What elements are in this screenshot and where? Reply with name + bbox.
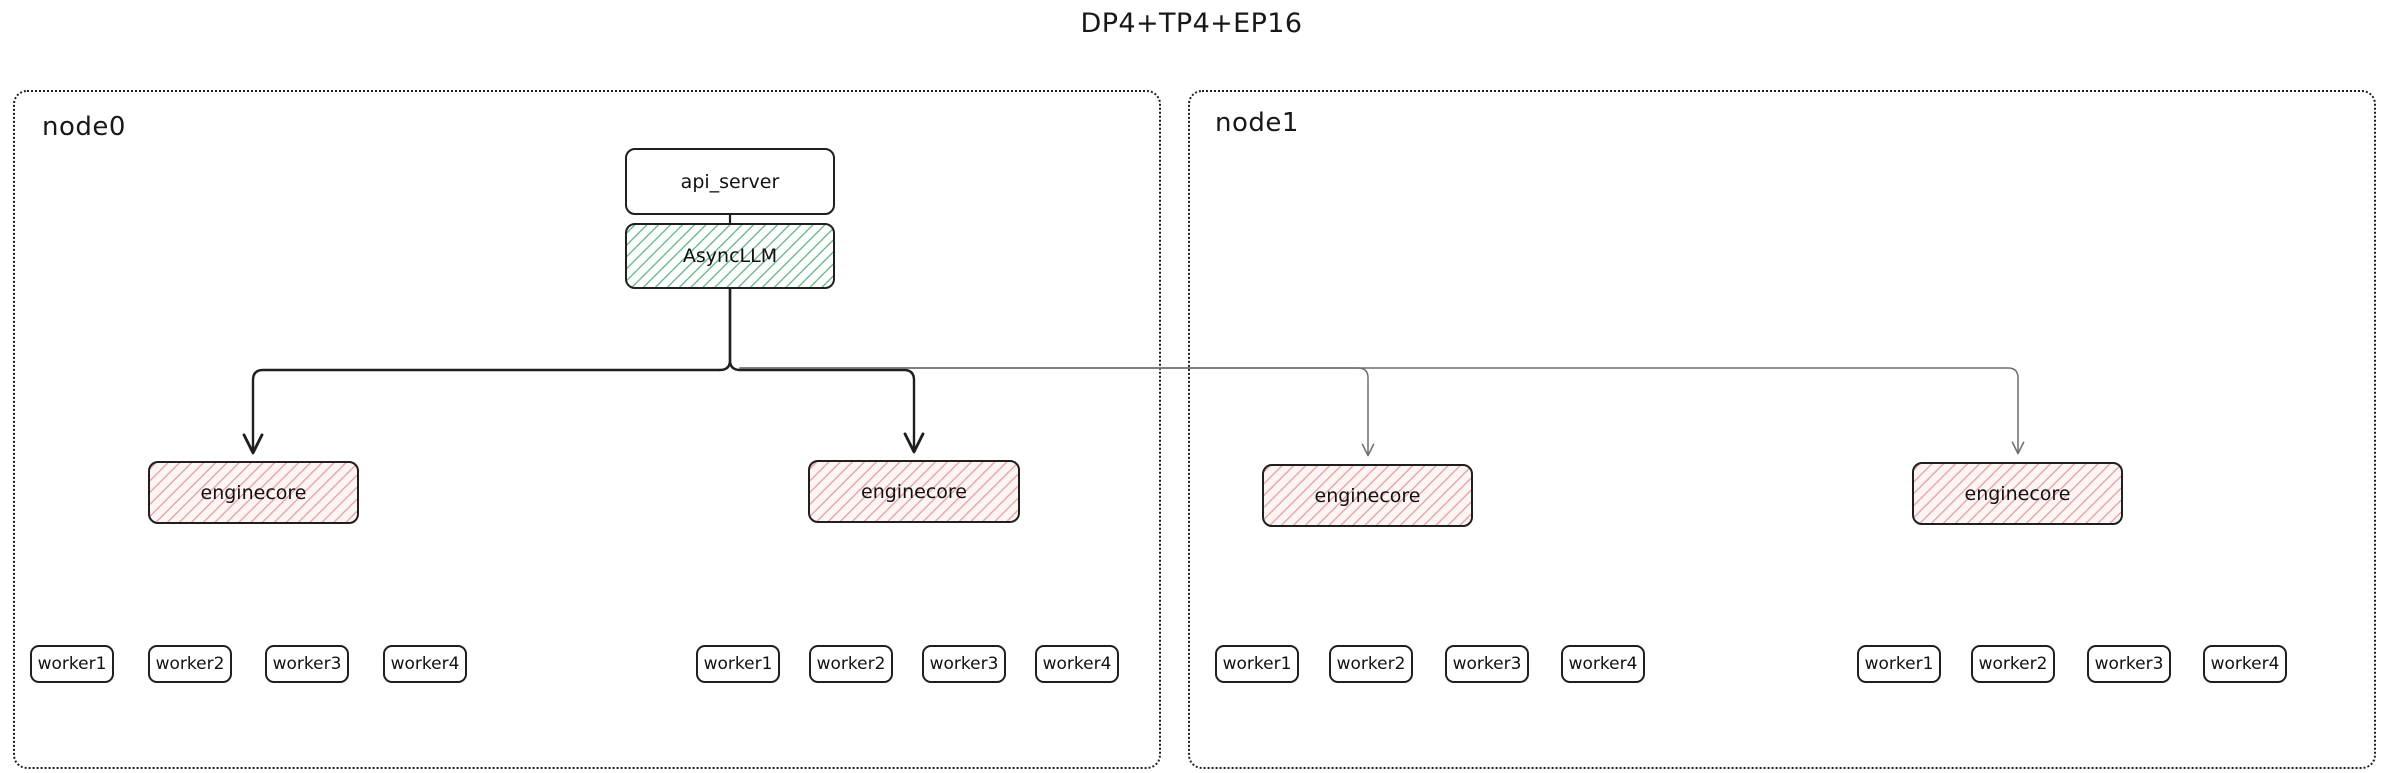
node-worker[interactable]: worker4 (383, 645, 467, 683)
node-worker-label: worker4 (390, 654, 460, 674)
node-enginecore-node0-0[interactable]: enginecore (148, 461, 359, 524)
node-worker[interactable]: worker2 (1971, 645, 2055, 683)
node-worker[interactable]: worker1 (696, 645, 780, 683)
cluster-node0-label: node0 (42, 112, 126, 142)
node-worker[interactable]: worker4 (1561, 645, 1645, 683)
node-worker[interactable]: worker1 (30, 645, 114, 683)
node-worker-label: worker4 (1042, 654, 1112, 674)
node-api-server-label: api_server (680, 170, 780, 193)
node-enginecore-node1-0[interactable]: enginecore (1262, 464, 1473, 527)
node-worker-label: worker3 (1452, 654, 1522, 674)
node-enginecore-label: enginecore (1964, 482, 2071, 505)
node-worker[interactable]: worker3 (2087, 645, 2171, 683)
node-api-server[interactable]: api_server (625, 148, 835, 215)
node-worker-label: worker2 (155, 654, 225, 674)
node-worker-label: worker4 (2210, 654, 2280, 674)
node-worker-label: worker1 (703, 654, 773, 674)
node-worker[interactable]: worker2 (148, 645, 232, 683)
node-worker[interactable]: worker2 (809, 645, 893, 683)
cluster-node1-label: node1 (1215, 108, 1299, 138)
node-enginecore-node1-1[interactable]: enginecore (1912, 462, 2123, 525)
node-worker[interactable]: worker1 (1215, 645, 1299, 683)
node-worker[interactable]: worker3 (922, 645, 1006, 683)
node-asyncllm-label: AsyncLLM (682, 245, 778, 267)
node-worker[interactable]: worker1 (1857, 645, 1941, 683)
node-worker[interactable]: worker4 (1035, 645, 1119, 683)
node-worker-label: worker2 (1978, 654, 2048, 674)
node-worker-label: worker1 (1222, 654, 1292, 674)
node-worker[interactable]: worker2 (1329, 645, 1413, 683)
node-asyncllm[interactable]: AsyncLLM (625, 223, 835, 289)
node-enginecore-label: enginecore (200, 481, 307, 504)
node-enginecore-node0-1[interactable]: enginecore (808, 460, 1020, 523)
node-worker[interactable]: worker4 (2203, 645, 2287, 683)
node-worker-label: worker1 (37, 654, 107, 674)
node-enginecore-label: enginecore (1314, 484, 1421, 507)
node-worker-label: worker3 (272, 654, 342, 674)
node-worker[interactable]: worker3 (1445, 645, 1529, 683)
node-worker-label: worker3 (2094, 654, 2164, 674)
node-enginecore-label: enginecore (861, 480, 967, 503)
node-worker-label: worker2 (1336, 654, 1406, 674)
node-worker-label: worker3 (929, 654, 999, 674)
node-worker-label: worker2 (816, 654, 886, 674)
node-worker[interactable]: worker3 (265, 645, 349, 683)
node-worker-label: worker1 (1864, 654, 1934, 674)
node-worker-label: worker4 (1568, 654, 1638, 674)
diagram-title: DP4+TP4+EP16 (1080, 8, 1303, 39)
